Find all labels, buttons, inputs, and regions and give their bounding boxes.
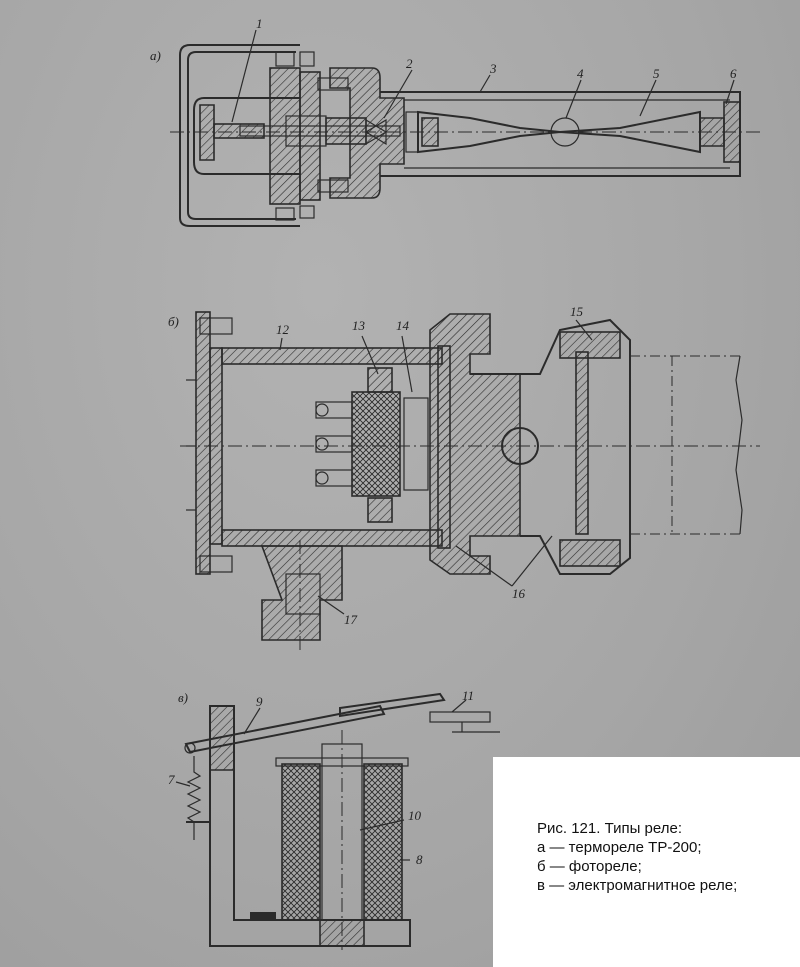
callout-12: 12 [276,322,290,337]
callout-11: 11 [462,688,474,703]
callout-5: 5 [653,66,660,81]
callout-4: 4 [577,66,584,81]
caption-title: Рис. 121. Типы реле: [537,820,682,837]
panel-v-label: в) [178,690,188,705]
callout-9: 9 [256,694,263,709]
callout-13: 13 [352,318,366,333]
callout-8: 8 [416,852,423,867]
callout-16: 16 [512,586,526,601]
panel-a-thermal-relay: a) 1 2 3 4 5 6 [150,16,760,227]
callout-17: 17 [344,612,358,627]
callout-3: 3 [489,61,497,76]
figure-caption: Рис. 121. Типы реле: а — термореле ТР-20… [493,757,800,967]
panel-a-label: a) [150,48,161,63]
caption-item-b: б — фотореле; [537,858,642,875]
panel-b-label: б) [168,314,179,329]
callout-14: 14 [396,318,410,333]
callout-7: 7 [168,772,175,787]
callout-10: 10 [408,808,422,823]
caption-item-a: а — термореле ТР-200; [537,839,702,856]
caption-item-v: в — электромагнитное реле; [537,877,738,894]
callout-6: 6 [730,66,737,81]
callout-15: 15 [570,304,584,319]
callout-2: 2 [406,56,413,71]
panel-b-photo-relay: б) 12 13 14 15 16 17 [168,304,760,650]
callout-1: 1 [256,16,263,31]
panel-v-electromagnetic-relay: в) 7 8 9 10 11 [168,688,500,950]
